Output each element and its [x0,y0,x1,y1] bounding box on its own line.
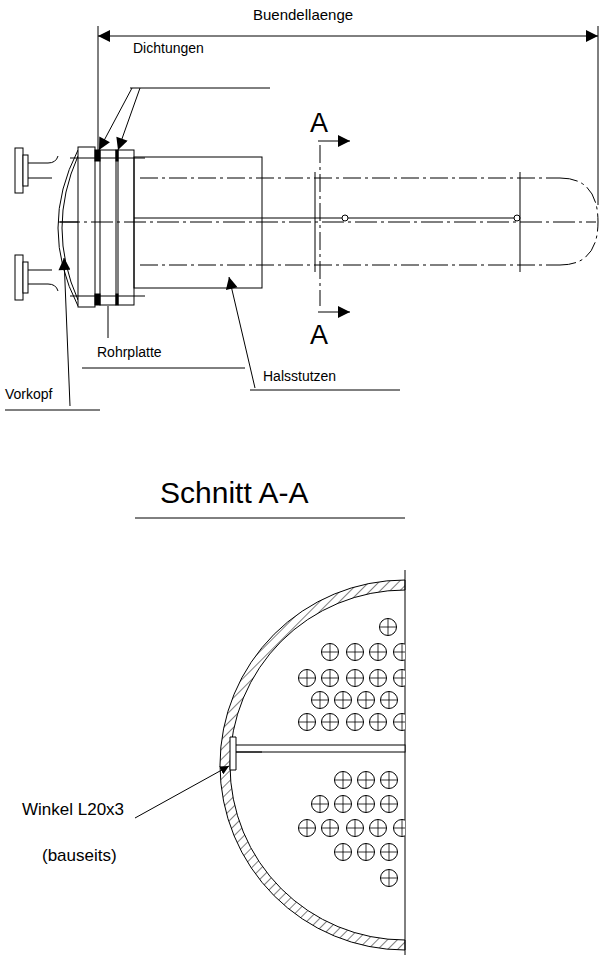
leader-landing [250,390,400,391]
tube [347,714,364,731]
tube [358,796,375,813]
nozzle-pipe [28,270,58,291]
tube [370,820,387,837]
tube [312,796,329,813]
tube [370,644,387,661]
tube [358,692,375,709]
bundle-outline [140,178,560,179]
extension-line [598,26,599,205]
section-view [135,570,411,955]
leader-line [229,277,255,388]
leaders [5,88,400,410]
leader-line [118,88,140,150]
tube [299,714,316,731]
leader-line [64,258,70,406]
tube [394,670,406,687]
tube-sheet [100,150,116,305]
angle-profile [230,737,236,770]
head-dish [58,150,78,306]
tube [370,670,387,687]
tube [394,714,406,731]
tube [381,796,398,813]
tube [347,670,364,687]
break-line [405,570,406,955]
tube [335,692,352,709]
tube [335,772,352,789]
tube [299,670,316,687]
head-flange [78,147,95,307]
bolt [70,296,145,297]
flange [15,148,23,193]
tube [322,670,339,687]
tube [322,714,339,731]
tube [394,820,406,837]
part-label: Halsstutzen [263,368,336,384]
tube [370,714,387,731]
tube [358,844,375,861]
leader-line [108,306,109,338]
tube [381,692,398,709]
section-arrow [318,312,350,313]
tube [347,820,364,837]
baffle [315,172,316,272]
baffle [520,172,521,272]
tie-rod [134,218,517,219]
leader-line [135,766,229,818]
tube [347,644,364,661]
nozzle-pipe [28,156,58,178]
extension-line [98,26,99,150]
tube [358,772,375,789]
section-letter: A [310,108,328,139]
part-label: Winkel L20x3 [22,800,124,820]
tube [394,644,406,661]
tube [381,844,398,861]
leader-landing [130,88,270,89]
spacer [342,215,348,221]
tube [381,772,398,789]
dimension-line [98,36,598,37]
dimension-label: Buendellaenge [253,6,353,23]
pass-partition [232,745,405,752]
heading-underline [135,518,405,519]
section-marker [318,141,350,312]
angle-leg [236,752,262,753]
part-label: Dichtungen [133,40,204,56]
gasket [116,150,118,161]
section-letter: A [310,320,328,351]
part-label: Rohrplatte [97,344,162,360]
flange-neck [23,155,28,186]
tube-bundle [58,172,598,272]
tube [335,844,352,861]
leader-landing [82,368,245,369]
part-label: Vorkopf [5,386,52,402]
leader-line [99,88,132,150]
flange [15,255,23,300]
tube [299,820,316,837]
shell-wall [220,580,405,950]
tube [322,820,339,837]
tube [312,692,329,709]
center-line [58,222,596,223]
tube [322,644,339,661]
leader-landing [5,410,100,411]
tube [381,870,398,887]
tube [380,619,397,636]
nozzles [15,148,58,300]
section-heading: Schnitt A-A [160,476,308,511]
note-label: (bauseits) [42,846,117,866]
tubes [299,619,406,887]
section-line [320,145,321,306]
spacer [514,215,520,221]
head [58,150,78,306]
section-arrow [318,141,350,142]
dimension [98,26,598,205]
tube [335,796,352,813]
neck-flange [118,150,134,305]
bundle-outline [140,265,560,266]
flange-neck [23,262,28,293]
gasket [95,150,100,161]
